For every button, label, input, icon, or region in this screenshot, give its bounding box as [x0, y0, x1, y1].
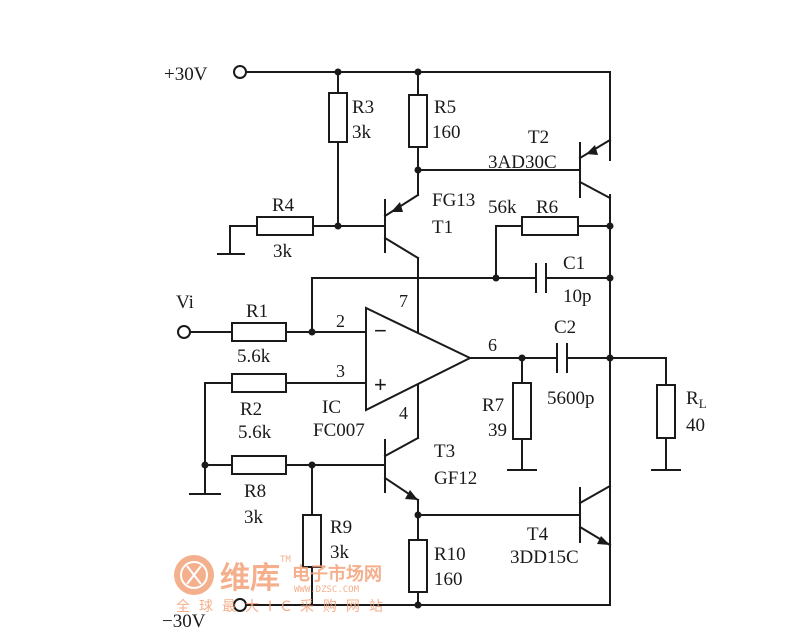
wire-c1-feedback — [311, 277, 611, 333]
watermark-url: WWW.DZSC.COM — [294, 585, 360, 595]
watermark-brand: 维库 — [220, 561, 280, 596]
ic-pin-out: 6 — [488, 335, 497, 355]
resistor-rl — [656, 384, 676, 439]
t4-emitter-arrow — [597, 536, 610, 545]
r7-value: 39 — [488, 420, 507, 441]
resistor-r6 — [521, 216, 579, 236]
t1-emitter-arrow — [391, 202, 403, 212]
t2-emitter-arrow — [586, 145, 598, 155]
r5-name: R5 — [434, 97, 456, 118]
resistor-r9 — [302, 514, 322, 568]
wire-r4 — [229, 225, 386, 253]
resistor-r7 — [512, 382, 532, 440]
r8-value: 3k — [244, 507, 264, 528]
c1-name: C1 — [563, 253, 585, 274]
r4-name: R4 — [272, 195, 295, 216]
ic-pin-vneg: 4 — [399, 403, 408, 423]
resistor-r3 — [328, 92, 348, 143]
c1-value: 10p — [563, 286, 592, 307]
wire-r6 — [495, 225, 611, 279]
r6-value: 56k — [488, 197, 517, 218]
r1-name: R1 — [246, 301, 268, 322]
watermark-tm: TM — [280, 555, 291, 565]
wires — [189, 71, 667, 606]
t1-part: FG13 — [432, 190, 475, 211]
transistor-t3 — [383, 436, 420, 502]
resistor-r5 — [408, 94, 428, 148]
rl-value: 40 — [686, 415, 705, 436]
r3-name: R3 — [352, 97, 374, 118]
r8-name: R8 — [244, 481, 266, 502]
watermark: 维库 TM 电子市场网 WWW.DZSC.COM 全球最大IC采购网站 — [174, 555, 392, 615]
rl-name: RL — [686, 388, 707, 411]
input-label: Vi — [176, 292, 194, 313]
op-amp-noninverting-sign: + — [374, 372, 387, 397]
input-terminal — [177, 325, 191, 339]
resistor-r1 — [231, 322, 287, 342]
r1-value: 5.6k — [237, 346, 271, 367]
watermark-cn: 电子市场网 — [292, 563, 382, 585]
wire-pos-rail — [245, 71, 611, 161]
transistor-t2 — [578, 138, 612, 200]
ic-pin-inv: 2 — [336, 311, 345, 331]
t3-emitter-arrow — [405, 490, 418, 500]
ground-symbols — [189, 253, 681, 495]
t3-part: GF12 — [434, 468, 477, 489]
t2-part: 3AD30C — [488, 152, 557, 173]
op-amp-inverting-sign: − — [374, 318, 387, 343]
wire-output — [469, 357, 667, 386]
t4-part: 3DD15C — [510, 547, 579, 568]
r5-value: 160 — [432, 122, 461, 143]
neg-supply-terminal — [233, 598, 247, 612]
r6-name: R6 — [536, 197, 558, 218]
capacitor-c1 — [535, 263, 547, 293]
resistor-r8 — [231, 455, 287, 475]
wire-r2 — [204, 382, 367, 493]
resistor-r4 — [256, 216, 314, 236]
r2-value: 5.6k — [238, 422, 272, 443]
ic-name: IC — [322, 397, 341, 418]
ic-pin-noninv: 3 — [336, 361, 345, 381]
junction-dots — [201, 68, 614, 609]
r4-value: 3k — [273, 241, 293, 262]
r3-value: 3k — [352, 122, 372, 143]
pos-supply-terminal — [233, 65, 247, 79]
t1-name: T1 — [432, 217, 453, 238]
r9-value: 3k — [330, 542, 350, 563]
pos-supply-label: +30V — [164, 64, 208, 85]
r10-value: 160 — [434, 569, 463, 590]
t3-name: T3 — [434, 441, 455, 462]
transistor-t1 — [383, 193, 420, 260]
op-amp-triangle — [365, 306, 473, 412]
watermark-slogan: 全球最大IC采购网站 — [176, 598, 392, 615]
r10-name: R10 — [434, 544, 466, 565]
r2-name: R2 — [240, 399, 262, 420]
t4-name: T4 — [527, 524, 549, 545]
capacitor-c2 — [556, 343, 568, 373]
c2-name: C2 — [554, 317, 576, 338]
labels: +30V −30V Vi R3 3k R5 160 T2 3AD30C FG13… — [162, 64, 707, 632]
resistor-r10 — [408, 539, 428, 593]
r9-name: R9 — [330, 517, 352, 538]
resistor-r2 — [231, 373, 287, 393]
neg-supply-label: −30V — [162, 611, 206, 632]
transistor-t4 — [578, 484, 612, 547]
c2-value: 5600p — [547, 388, 595, 409]
r7-name: R7 — [482, 395, 504, 416]
t2-name: T2 — [528, 127, 549, 148]
ic-part: FC007 — [313, 420, 365, 441]
ic-pin-vpos: 7 — [399, 291, 408, 311]
op-amp-ic: − + — [365, 306, 473, 412]
watermark-logo-icon — [174, 555, 214, 595]
